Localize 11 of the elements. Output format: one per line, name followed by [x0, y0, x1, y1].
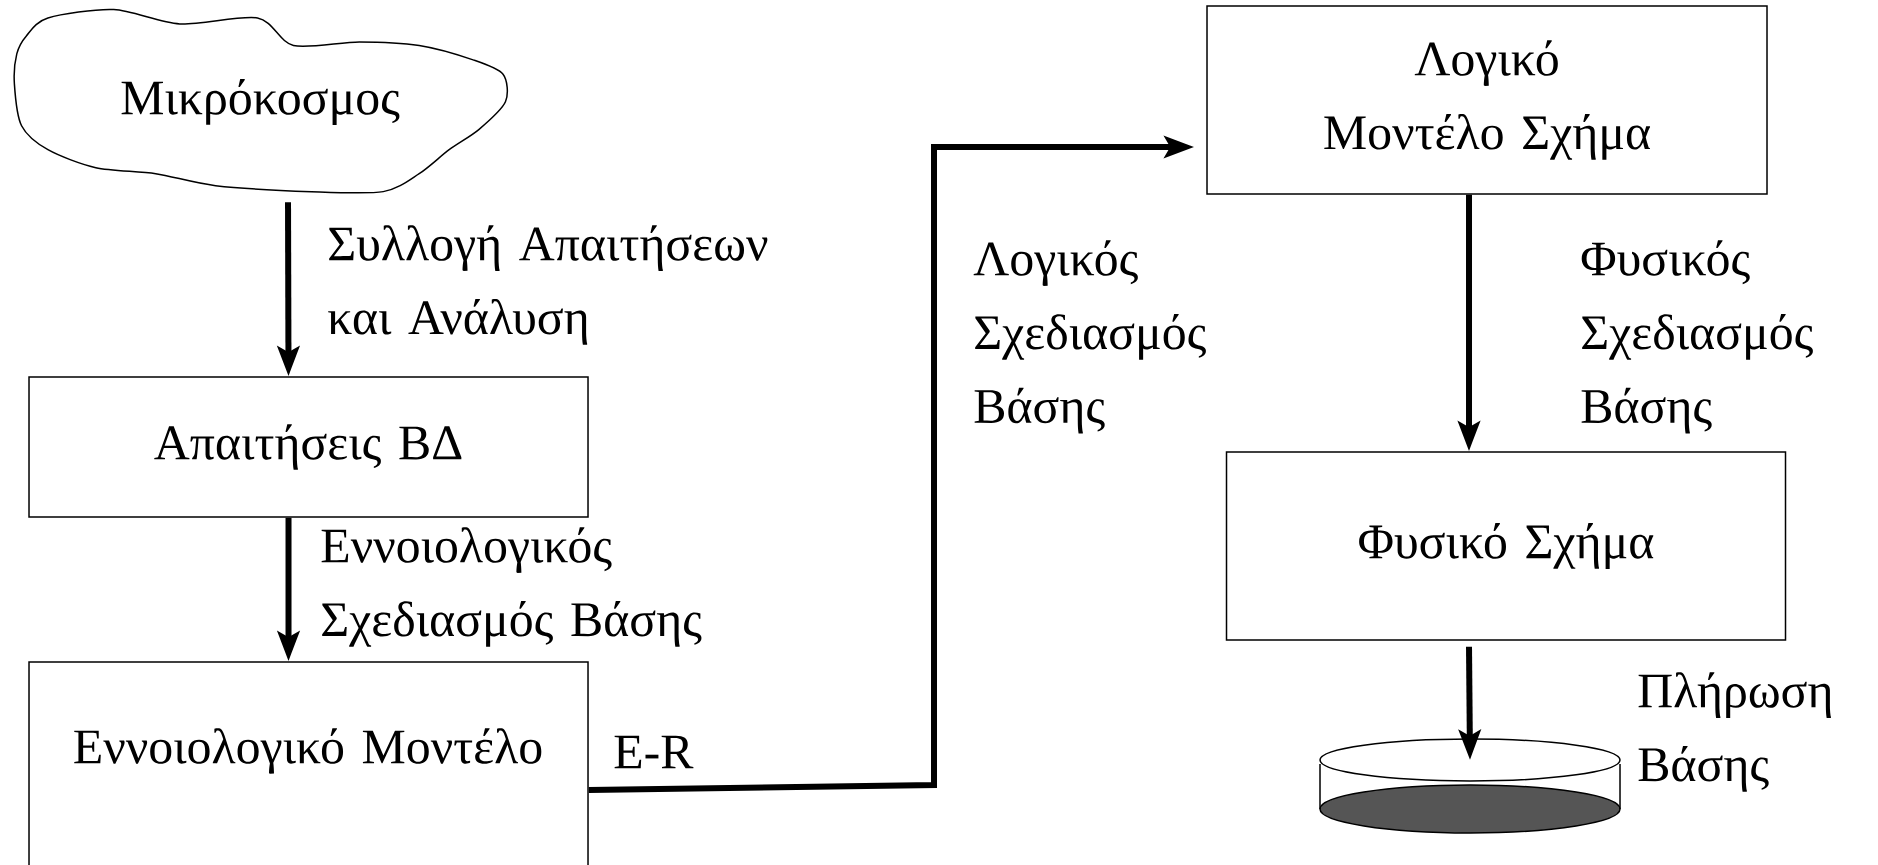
disk-drawing: [1319, 738, 1621, 834]
edge-label: Πλήρωση Βάσης: [1638, 672, 1831, 792]
process-box: Λογικό Μοντέλο Σχήμα: [1206, 5, 1768, 195]
edge-label: Φυσικός Σχεδιασμός Βάσης: [1581, 240, 1813, 434]
edge-label: Λογικός Σχεδιασμός Βάσης: [973, 240, 1206, 434]
process-box: Φυσικό Σχήμα: [1225, 451, 1787, 641]
edge-label: Εννοιολογικός Σχεδιασμός Βάσης: [321, 527, 702, 647]
process-box: Εννοιολογικό Μοντέλο: [28, 661, 589, 865]
side-label: E-R: [614, 735, 694, 769]
process-box: Απαιτήσεις ΒΔ: [28, 376, 589, 518]
edge-label: Συλλογή Απαιτήσεων και Ανάλυση: [328, 225, 768, 345]
